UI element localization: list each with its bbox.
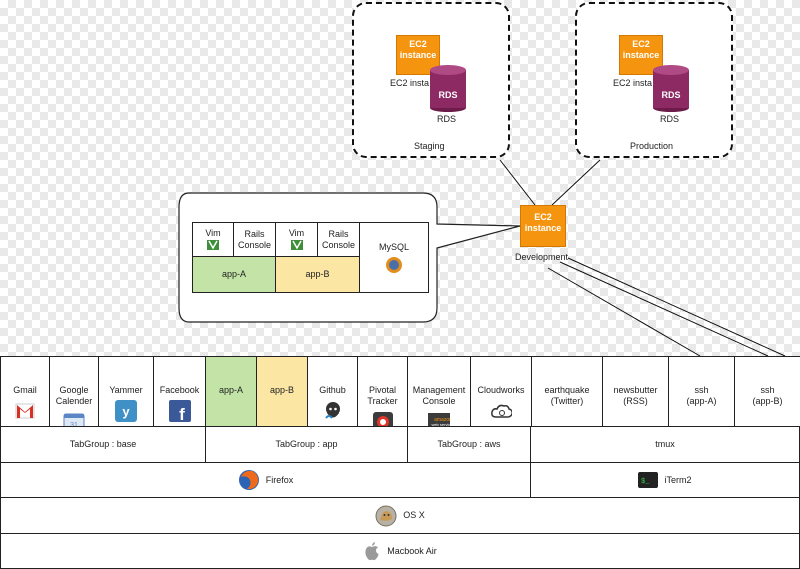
app-cell-yammer: Yammer y — [98, 356, 154, 427]
svg-text:f: f — [179, 405, 185, 422]
bubble-vim-2-label: Vim — [288, 228, 305, 238]
app-cell-github: Github — [307, 356, 358, 427]
app-label-pivotal-tracker: Pivotal Tracker — [367, 385, 398, 406]
mysql-icon — [386, 256, 402, 273]
staging-rds-caption: RDS — [437, 114, 457, 124]
production-ec2-caption: EC2 insta — [613, 78, 653, 88]
app-label-ssh-app-a: ssh (app-A) — [686, 385, 717, 406]
bubble-vim-1: Vim — [192, 222, 234, 257]
svg-text:amazon: amazon — [434, 417, 450, 423]
iterm-layer: $_ iTerm2 — [530, 462, 800, 498]
app-label-cloudworks: Cloudworks — [477, 385, 525, 395]
app-cell-app-b: app-B — [256, 356, 308, 427]
app-label-newsbutter-rss: newsbutter (RSS) — [613, 385, 658, 406]
macbook-label: Macbook Air — [387, 545, 437, 556]
apple-logo-icon — [365, 542, 379, 561]
production-zone-label: Production — [630, 141, 674, 151]
app-label-ssh-app-b: ssh (app-B) — [752, 385, 783, 406]
bubble-rails-console-1: Rails Console — [233, 222, 276, 257]
firefox-layer: Firefox — [0, 462, 531, 498]
staging-ec2-caption: EC2 insta — [390, 78, 430, 88]
tabgroup-base: TabGroup : base — [0, 426, 206, 463]
development-ec2-instance: EC2 instance — [520, 205, 566, 247]
app-cell-pivotal-tracker: Pivotal Tracker — [357, 356, 408, 432]
dev-to-ssh-c-line — [567, 257, 786, 357]
cloudworks-icon — [490, 400, 512, 422]
dev-to-ssh-a-line — [547, 267, 701, 357]
bubble-mysql-label: MySQL — [378, 241, 409, 252]
app-label-yammer: Yammer — [109, 385, 143, 395]
app-label-app-b: app-B — [269, 385, 295, 395]
dev-to-ssh-b-line — [559, 261, 769, 357]
yammer-icon: y — [115, 400, 137, 422]
app-label-earthquake-twitter: earthquake (Twitter) — [544, 385, 590, 406]
app-label-gmail: Gmail — [13, 385, 37, 395]
svg-text:31: 31 — [70, 422, 78, 429]
app-label-github: Github — [319, 385, 346, 395]
firefox-label: Firefox — [265, 474, 294, 485]
bubble-app-b: app-B — [275, 256, 360, 293]
app-cell-earthquake-twitter: earthquake (Twitter) — [531, 356, 603, 427]
app-cell-cloudworks: Cloudworks — [470, 356, 532, 427]
firefox-icon — [238, 470, 259, 490]
osx-layer: OS X — [0, 497, 800, 534]
tabgroup-app: TabGroup : app — [205, 426, 408, 463]
vim-icon — [207, 240, 219, 250]
iterm2-icon: $_ — [638, 472, 659, 488]
app-label-management-console: Management Console — [412, 385, 466, 406]
app-cell-ssh-app-a: ssh (app-A) — [668, 356, 735, 427]
production-rds-database-icon: RDS — [653, 65, 689, 112]
iterm2-label: iTerm2 — [664, 474, 692, 485]
app-cell-management-console: Management Console amazonweb services — [407, 356, 471, 427]
app-cell-google-calender: Google Calender 31 — [49, 356, 99, 431]
bubble-vim-1-label: Vim — [205, 228, 221, 238]
amazon-web-services-icon: amazonweb services — [428, 411, 450, 429]
app-cell-app-a: app-A — [205, 356, 257, 427]
facebook-icon: f — [168, 400, 191, 422]
app-label-google-calender: Google Calender — [55, 385, 93, 406]
svg-text:web services: web services — [431, 422, 450, 427]
app-cell-gmail: Gmail — [0, 356, 50, 427]
macbook-layer: Macbook Air — [0, 533, 800, 569]
tabgroup-tmux: tmux — [530, 426, 800, 463]
staging-rds-label: RDS — [438, 90, 457, 100]
development-caption: Development — [515, 252, 569, 262]
bubble-app-a: app-A — [192, 256, 276, 293]
gmail-icon — [14, 400, 36, 422]
github-octocat-icon — [322, 400, 344, 422]
svg-text:y: y — [122, 404, 130, 419]
bubble-rails-console-2: Rails Console — [317, 222, 360, 257]
os-x-mountain-lion-icon — [375, 505, 397, 526]
production-rds-caption: RDS — [660, 114, 680, 124]
vim-icon — [290, 240, 303, 250]
production-to-dev-line — [551, 159, 601, 206]
bubble-vim-2: Vim — [275, 222, 318, 257]
staging-to-dev-line — [499, 159, 536, 206]
osx-label: OS X — [403, 510, 425, 520]
app-cell-newsbutter-rss: newsbutter (RSS) — [602, 356, 669, 427]
tabgroup-aws: TabGroup : aws — [407, 426, 531, 463]
production-rds-label: RDS — [661, 90, 680, 100]
svg-text:$_: $_ — [641, 478, 650, 486]
app-label-facebook: Facebook — [159, 385, 200, 395]
app-cell-ssh-app-b: ssh (app-B) — [734, 356, 800, 427]
staging-rds-database-icon: RDS — [430, 65, 466, 112]
app-cell-facebook: Facebook f — [153, 356, 206, 427]
app-label-app-a: app-A — [218, 385, 244, 395]
bubble-mysql: MySQL — [359, 222, 429, 293]
staging-zone-label: Staging — [414, 141, 445, 151]
